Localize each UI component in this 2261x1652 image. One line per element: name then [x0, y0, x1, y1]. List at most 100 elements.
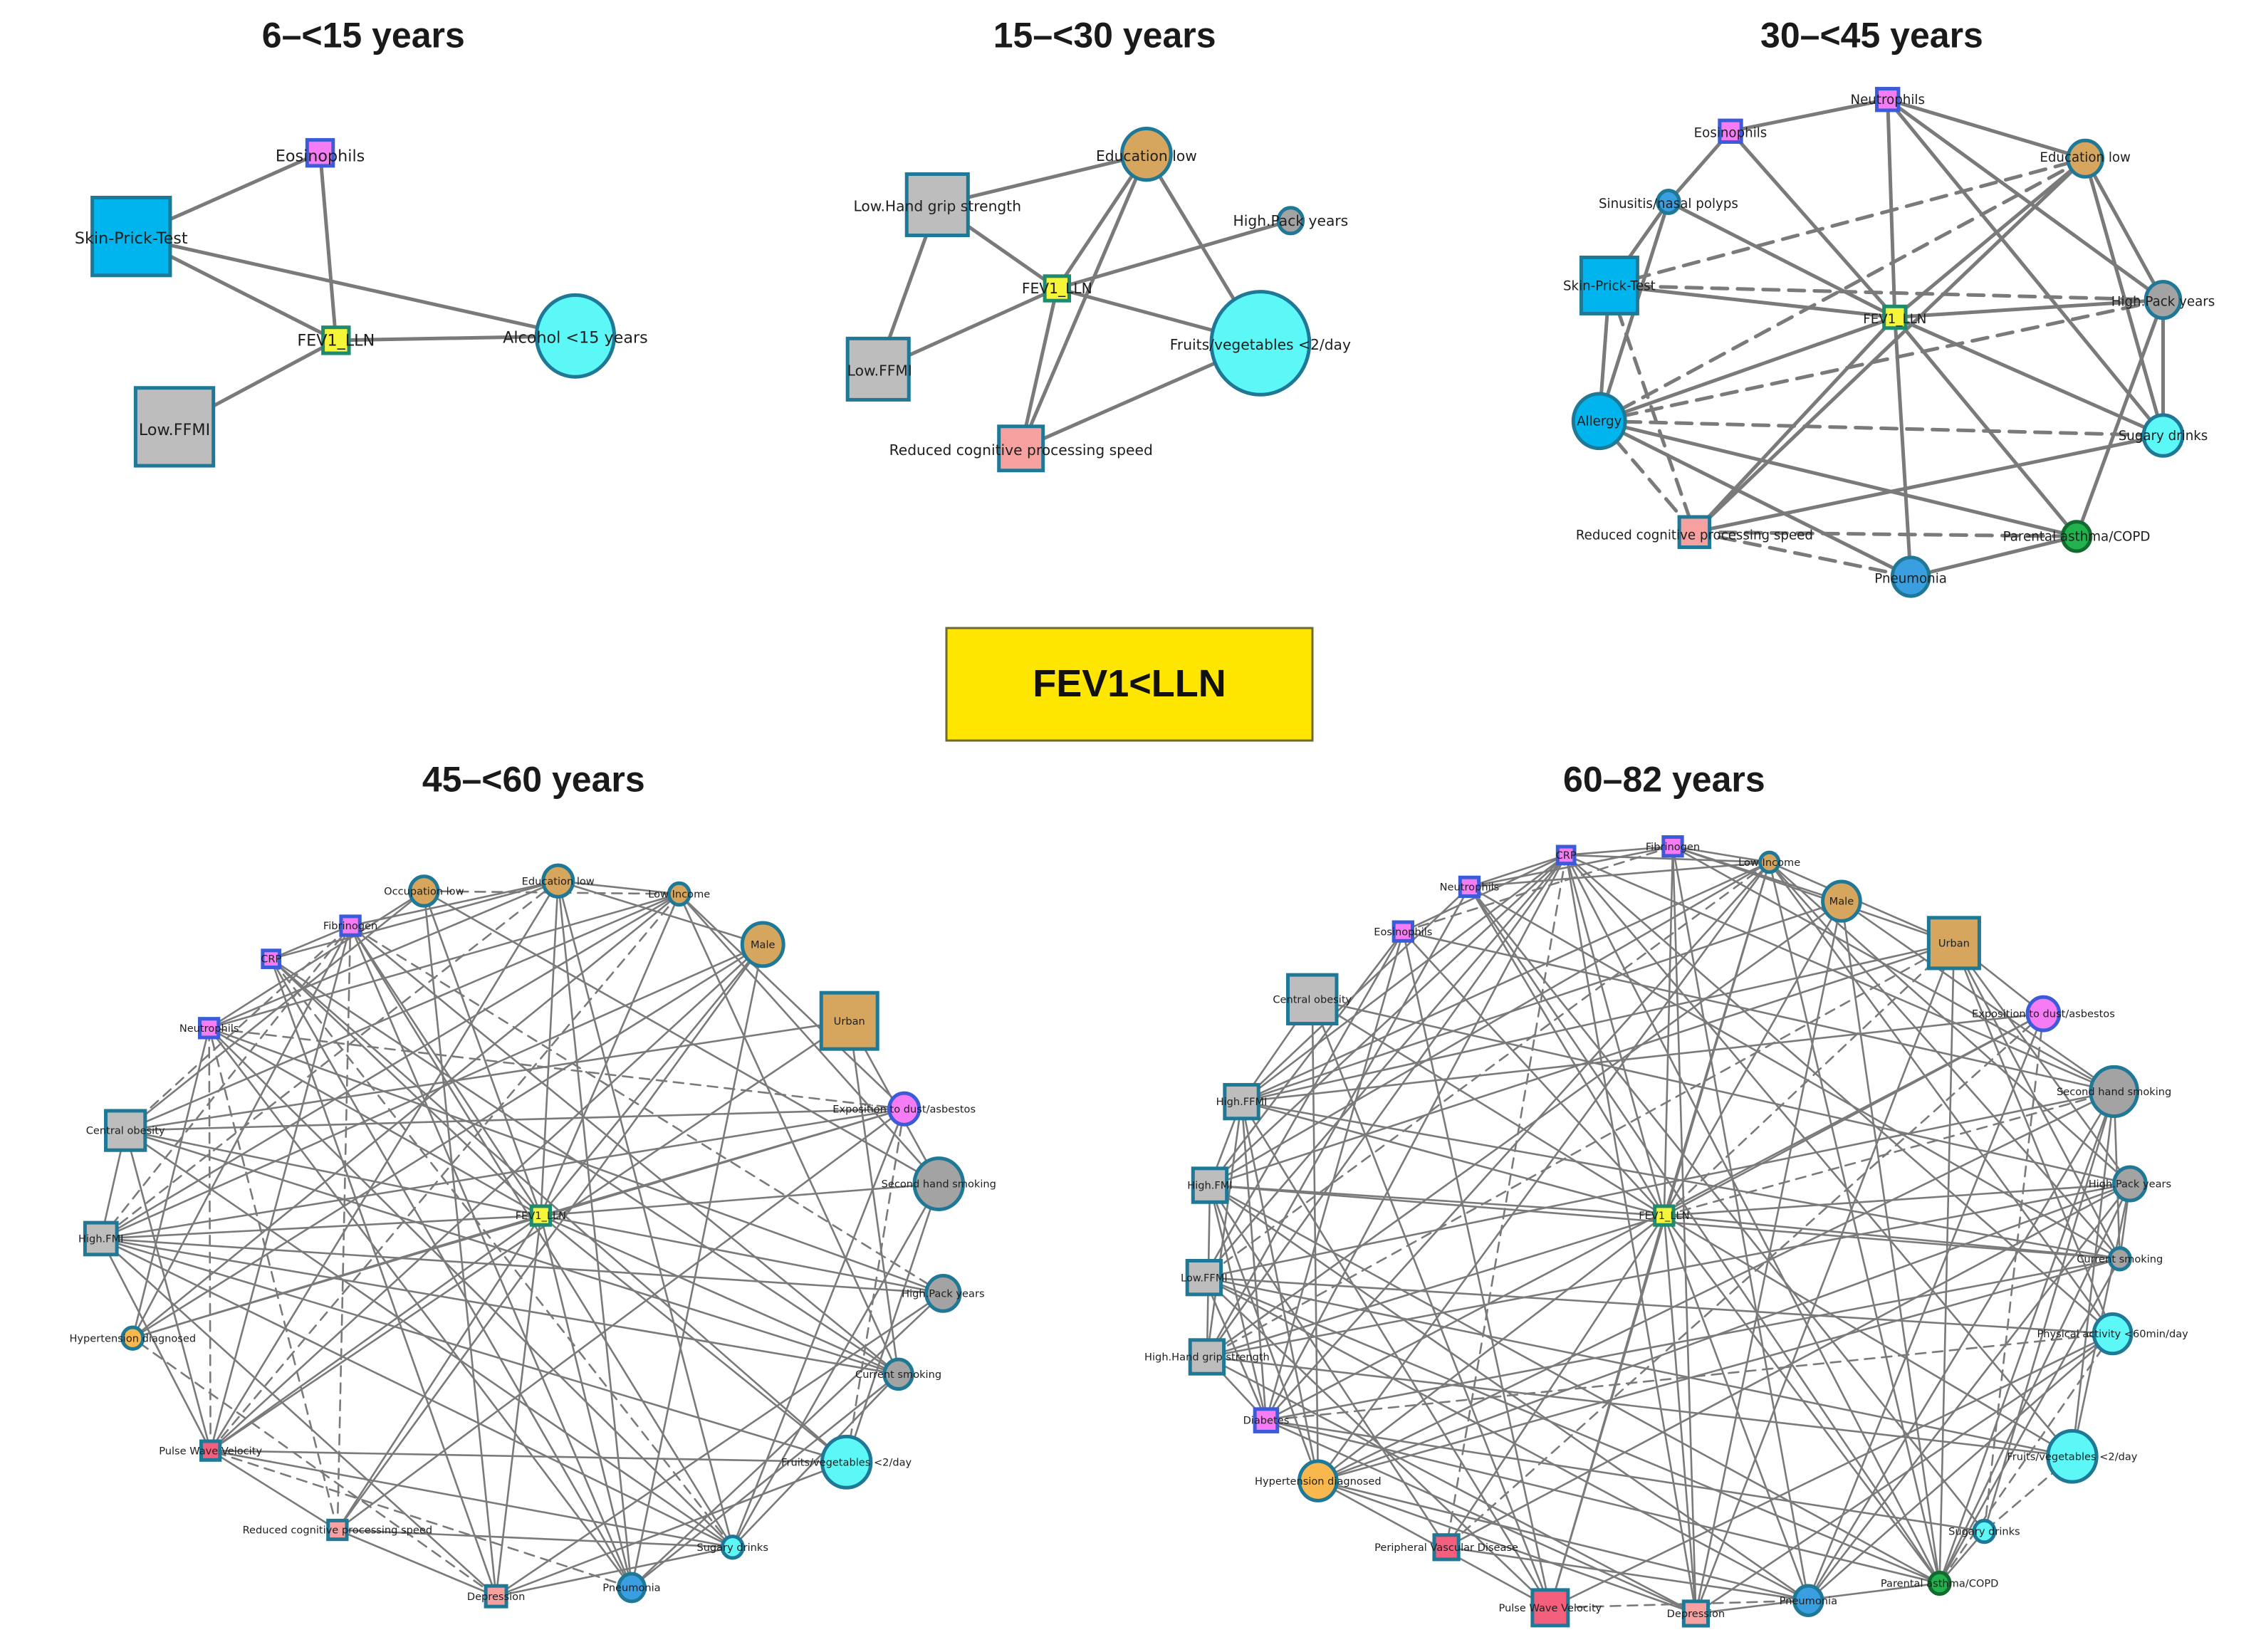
edge-occupation-low-neutrophils: [208, 890, 425, 1030]
edge-fev1-lln-pneumonia: [1663, 1214, 1810, 1602]
node-label: Hypertension diagnosed: [1255, 1475, 1382, 1488]
edge-exposition-to-dust-asbestos-sugary-drinks: [731, 1107, 905, 1549]
edge-male-pneumonia: [630, 943, 764, 1589]
pneumonia-circle-marker: [1890, 555, 1931, 598]
edge-hypertension-diagnosed-central-obesity: [1311, 998, 1320, 1482]
node-current-smoking: Current smoking: [2077, 1246, 2163, 1272]
node-skin-prick-test: Skin-Prick-Test: [1563, 255, 1656, 315]
edge-fibrinogen-urban: [1671, 845, 1955, 944]
current-smoking-circle-marker: [2107, 1246, 2132, 1272]
node-sinusitis-nasal-polyps: Sinusitis/nasal polyps: [1599, 189, 1738, 215]
parental-asthma-copd-circle-marker: [2060, 520, 2093, 553]
node-hypertension-diagnosed: Hypertension diagnosed: [69, 1325, 196, 1351]
edge-male-depression: [1695, 900, 1843, 1615]
edge-low-income-parental-asthma-copd: [1768, 861, 1941, 1584]
edge-high-pack-years-high-hand-grip-strength: [1206, 1183, 2131, 1358]
edge-pneumonia-hypertension-diagnosed: [1317, 1480, 1810, 1602]
edge-fev1-lln-male: [540, 943, 764, 1217]
node-neutrophils: Neutrophils: [1850, 87, 1925, 113]
edge-urban-high-hand-grip-strength: [1206, 942, 1955, 1358]
edge-urban-high-pack-years: [1953, 942, 2131, 1185]
edge-reduced-cognitive-processing-speed-fibrinogen: [336, 924, 352, 1531]
node-label: Diabetes: [1243, 1415, 1290, 1427]
edge-low-income-high-fmi: [100, 893, 681, 1240]
edge-skin-prick-test-alcohol-15-years: [129, 234, 578, 338]
low-income-circle-marker: [1758, 850, 1781, 874]
edge-fev1-lln-parental-asthma-copd: [1893, 315, 2079, 538]
parental-asthma-copd-circle-marker: [1927, 1570, 1952, 1596]
fruits-vegetables-2-day-circle-marker: [1209, 290, 1312, 397]
edge-fev1-lln-fibrinogen: [1663, 845, 1674, 1217]
edge-crp-fibrinogen: [270, 924, 352, 960]
edge-reduced-cognitive-processing-speed-pneumonia: [1692, 530, 1913, 579]
edge-crp-high-ffmi: [1241, 854, 1567, 1103]
node-high-ffmi: High.FFMI: [1216, 1082, 1267, 1121]
eosinophils-square-marker: [1718, 118, 1743, 144]
edge-crp-physical-activity-60min-day: [1565, 854, 2114, 1335]
edge-education-low-crp: [270, 879, 559, 960]
edge-fev1-lln-fruits-vegetables-2-day: [1663, 1214, 2074, 1458]
node-depression: Depression: [467, 1584, 525, 1609]
node-label: Male: [751, 939, 776, 951]
edge-pulse-wave-velocity-neutrophils: [208, 1027, 212, 1452]
edge-pneumonia-peripheral-vascular-disease: [1445, 1546, 1810, 1602]
edge-fev1-lln-high-fmi: [1208, 1184, 1666, 1217]
edge-high-pack-years-central-obesity: [1311, 998, 2131, 1185]
node-low-ffmi: Low.FFMI: [1181, 1258, 1228, 1297]
edge-education-low-fev1-lln: [1893, 157, 2087, 319]
node-label: Neutrophils: [1440, 881, 1500, 893]
edge-low-income-low-ffmi: [1203, 861, 1770, 1279]
edge-neutrophils-education-low: [1886, 98, 2087, 161]
node-label: Reduced cognitive processing speed: [1576, 528, 1813, 543]
edge-sugary-drinks-central-obesity: [124, 1129, 733, 1549]
edge-central-obesity-fibrinogen: [124, 924, 352, 1131]
node-label: Eosinophils: [1694, 126, 1767, 141]
edge-education-low-pulse-wave-velocity: [209, 879, 559, 1452]
node-low-income: Low Income: [648, 881, 710, 907]
node-label: Second hand smoking: [2057, 1086, 2171, 1098]
node-sugary-drinks: Sugary drinks: [2119, 413, 2208, 458]
edge-fev1-lln-current-smoking: [540, 1214, 899, 1376]
edge-crp-peripheral-vascular-disease: [1445, 854, 1567, 1549]
edge-current-smoking-diabetes: [1265, 1258, 2121, 1421]
node-low-hand-grip-strength: Low.Hand grip strength: [853, 172, 1021, 238]
node-crp: CRP: [261, 948, 281, 969]
edge-parental-asthma-copd-neutrophils: [1468, 886, 1941, 1584]
node-low-ffmi: Low.FFMI: [133, 386, 216, 468]
edge-urban-parental-asthma-copd: [1938, 942, 1955, 1584]
exposition-to-dust-asbestos-circle-marker: [2025, 995, 2062, 1032]
edge-sugary-drinks-neutrophils: [208, 1027, 733, 1549]
neutrophils-square-marker: [1458, 875, 1481, 899]
edge-depression-hypertension-diagnosed: [1317, 1480, 1697, 1615]
edge-low-ffmi-eosinophils: [1203, 930, 1404, 1279]
edge-skin-prick-test-education-low: [1607, 157, 2087, 288]
node-label: Parental asthma/COPD: [2003, 530, 2151, 545]
edge-high-pack-years-hypertension-diagnosed: [1317, 1183, 2131, 1482]
edge-low-income-high-fmi: [1208, 861, 1770, 1186]
node-label: Neutrophils: [1850, 93, 1925, 108]
node-label: High.FMI: [1187, 1180, 1232, 1192]
node-label: Pneumonia: [1874, 571, 1947, 586]
edge-exposition-to-dust-asbestos-peripheral-vascular-disease: [1445, 1013, 2045, 1549]
node-pulse-wave-velocity: Pulse Wave Velocity: [1498, 1588, 1602, 1628]
edge-education-low-sugary-drinks: [2083, 157, 2165, 438]
node-label: Hypertension diagnosed: [69, 1332, 196, 1344]
node-label: Skin-Prick-Test: [75, 229, 188, 248]
central-obesity-square-marker: [104, 1109, 147, 1152]
edge-eosinophils-fev1-lln: [1728, 129, 1897, 319]
node-skin-prick-test: Skin-Prick-Test: [75, 195, 188, 278]
edge-male-high-ffmi: [1241, 900, 1843, 1103]
pulse-wave-velocity-square-marker: [199, 1439, 222, 1462]
edge-crp-fibrinogen: [1565, 845, 1674, 857]
node-education-low: Education low: [1096, 127, 1197, 182]
edge-exposition-to-dust-asbestos-pneumonia: [1807, 1013, 2045, 1602]
edge-crp-second-hand-smoking: [1565, 854, 2115, 1093]
node-alcohol-15-years: Alcohol <15 years: [503, 293, 648, 379]
edge-current-smoking-fibrinogen: [349, 924, 899, 1376]
center-title-background: [945, 627, 1314, 742]
edge-fev1-lln-allergy: [1597, 315, 1897, 423]
edge-second-hand-smoking-low-ffmi: [1203, 1090, 2115, 1279]
edge-pneumonia-parental-asthma-copd: [1908, 534, 2079, 579]
edge-second-hand-smoking-sugary-drinks: [1983, 1090, 2115, 1532]
urban-square-marker: [1926, 916, 1981, 971]
